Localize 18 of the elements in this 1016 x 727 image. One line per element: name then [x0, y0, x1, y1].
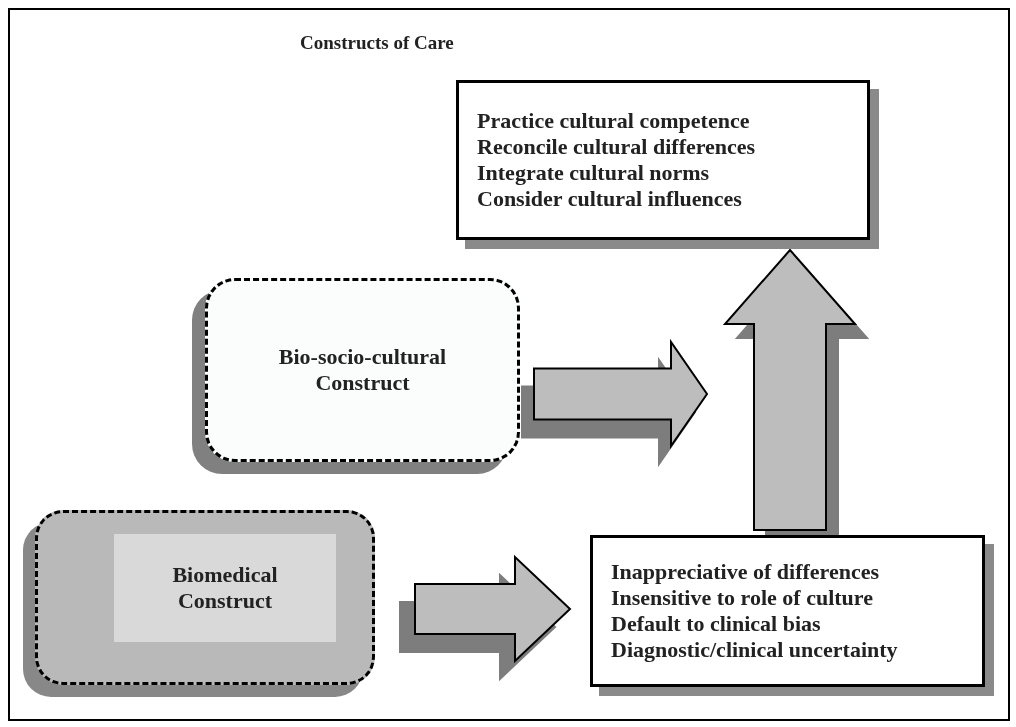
node-label: Consider cultural influences	[477, 186, 743, 212]
diagram-title: Constructs of Care	[300, 32, 454, 54]
text-box	[456, 80, 870, 240]
block-arrow	[533, 338, 709, 450]
node-label: Integrate cultural norms	[477, 160, 711, 186]
node-label: Insensitive to role of culture	[611, 585, 874, 611]
node-label: Reconcile cultural differences	[477, 134, 757, 160]
dashed-rounded-box	[205, 278, 520, 462]
dashed-rounded-box	[35, 510, 375, 685]
node-label: Default to clinical bias	[611, 611, 822, 637]
node-label: Inappreciative of differences	[611, 559, 881, 585]
block-arrow	[722, 248, 858, 531]
node-label: Diagnostic/clinical uncertainty	[611, 637, 899, 663]
text-box	[590, 535, 985, 687]
block-arrow	[414, 554, 572, 664]
node-label: Bio-socio-cultural Construct	[277, 344, 448, 396]
node-label: Practice cultural competence	[477, 108, 751, 134]
node-label: Biomedical Construct	[114, 533, 336, 642]
